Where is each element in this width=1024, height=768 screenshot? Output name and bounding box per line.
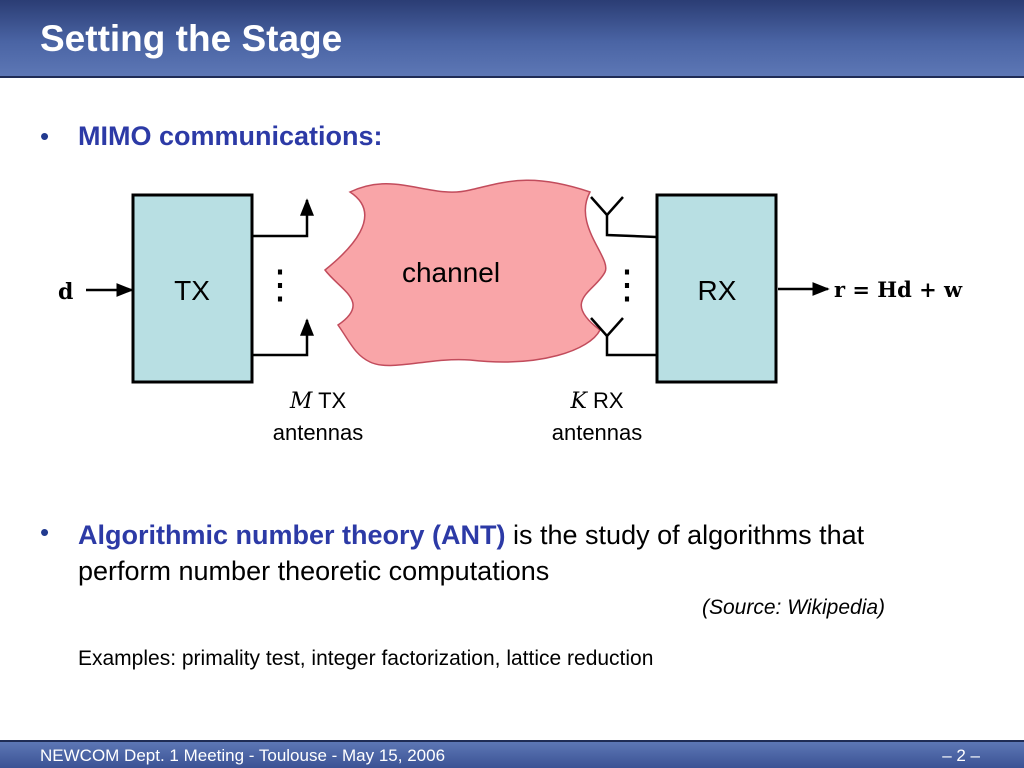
tx-antennas-word: TX [318, 388, 346, 413]
bullet-marker: • [40, 121, 50, 151]
rx-antenna-bottom [590, 317, 656, 357]
rx-antenna-top [590, 196, 657, 239]
output-equation: r = Hd + w [834, 277, 963, 302]
bullet-marker: • [40, 517, 50, 547]
slide-title: Setting the Stage [40, 18, 343, 59]
rx-label: RX [698, 275, 737, 306]
bullet-ant: Algorithmic number theory (ANT) is the s… [78, 517, 958, 589]
tx-antennas-var: M [289, 389, 313, 414]
tx-label: TX [174, 275, 210, 306]
page-number: – 2 – [942, 746, 980, 765]
bullet-mimo: MIMO communications: [78, 121, 383, 151]
mimo-diagram: channel TX RX d ⋮ ⋮ r = Hd + w M TX ante… [58, 179, 963, 445]
channel-label: channel [402, 257, 500, 288]
rx-antennas-word: RX [593, 388, 624, 413]
tx-antenna-top [253, 198, 314, 238]
title-bar: Setting the Stage [0, 0, 1024, 78]
tx-dots: ⋮ [260, 263, 300, 307]
input-d-label: d [58, 279, 73, 305]
examples-text: Examples: primality test, integer factor… [78, 647, 654, 670]
tx-antennas-label: M TX [289, 388, 347, 414]
footer-bar: NEWCOM Dept. 1 Meeting - Toulouse - May … [0, 740, 1024, 768]
rx-box [655, 193, 778, 384]
ant-highlight: Algorithmic number theory (ANT) [78, 520, 506, 550]
channel-cloud [323, 179, 607, 367]
source-citation: (Source: Wikipedia) [702, 596, 886, 619]
rx-antennas-var: K [569, 389, 588, 414]
rx-dots: ⋮ [607, 263, 647, 307]
tx-box [131, 193, 254, 384]
rx-antennas-line2: antennas [552, 420, 643, 445]
tx-antenna-bottom [253, 318, 314, 357]
footer-event: NEWCOM Dept. 1 Meeting - Toulouse - May … [40, 746, 446, 765]
rx-antennas-label: K RX [569, 388, 623, 414]
tx-antennas-line2: antennas [273, 420, 364, 445]
ant-description: is the study of algorithms that perform … [78, 520, 865, 586]
